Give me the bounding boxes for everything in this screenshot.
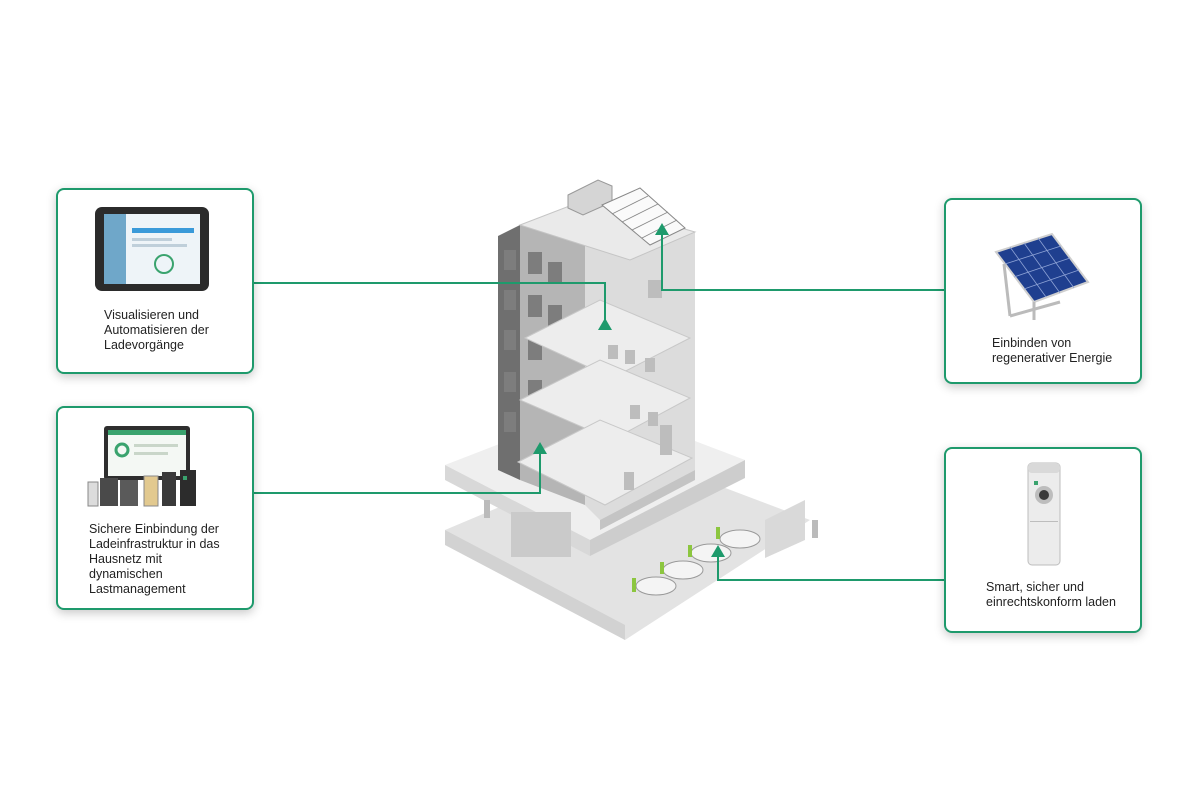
connector-lines	[254, 233, 944, 581]
connector-network	[254, 452, 541, 494]
caption-network: Sichere Einbindung der Ladeinfrastruktur…	[89, 522, 220, 596]
arrowhead-visualize	[598, 318, 612, 330]
wallbox-charger-icon	[1027, 462, 1061, 566]
tablet-icon	[95, 207, 209, 291]
arrowhead-charge	[711, 545, 725, 557]
card-visualize: Visualisieren und Automatisieren der Lad…	[56, 188, 254, 374]
card-network: Sichere Einbindung der Ladeinfrastruktur…	[56, 406, 254, 610]
connector-arrowheads	[533, 223, 725, 557]
caption-solar: Einbinden von regenerativer Energie	[992, 336, 1113, 365]
monitor-and-devices-icon	[87, 426, 196, 507]
connector-visualize	[254, 282, 606, 320]
connector-solar	[661, 233, 944, 291]
arrowhead-solar	[655, 223, 669, 235]
connector-charge	[717, 555, 944, 581]
office-building	[498, 179, 697, 530]
solar-panel-icon	[994, 232, 1090, 320]
card-charge: Smart, sicher und einrechtskonform laden	[944, 447, 1142, 633]
caption-visualize: Visualisieren und Automatisieren der Lad…	[104, 308, 209, 352]
card-solar: Einbinden von regenerativer Energie	[944, 198, 1142, 384]
caption-charge: Smart, sicher und einrechtskonform laden	[986, 580, 1116, 609]
parking-cars	[632, 527, 761, 596]
arrowhead-network	[533, 442, 547, 454]
